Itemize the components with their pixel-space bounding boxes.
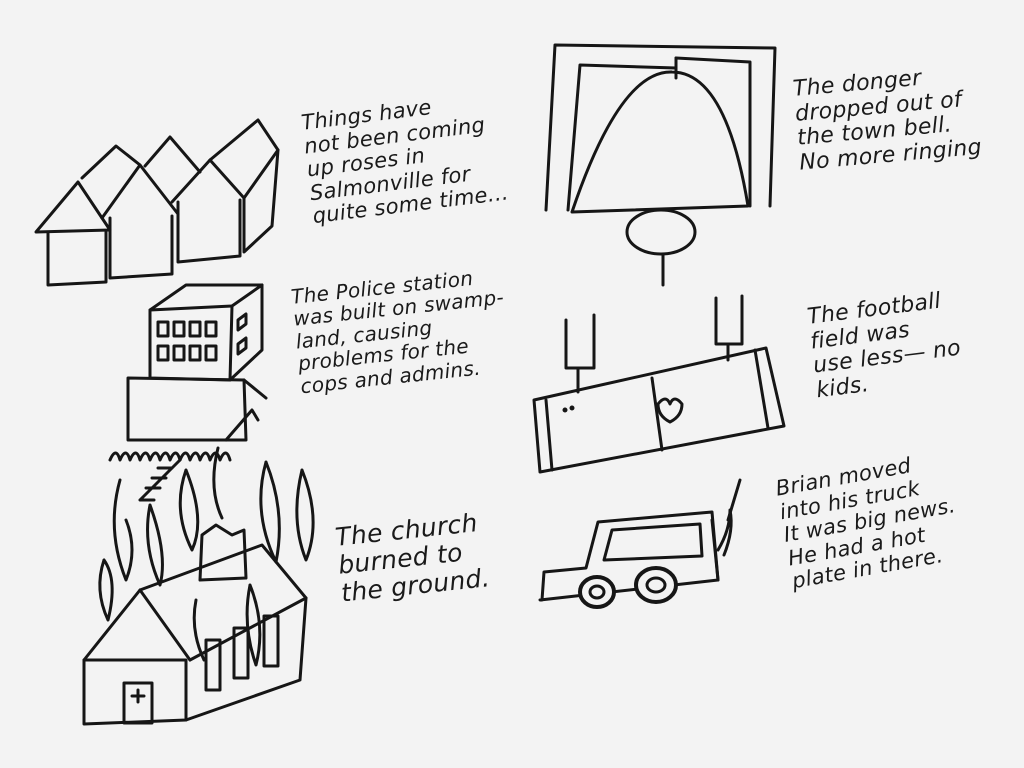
church-drawing — [82, 446, 315, 726]
football-field-drawing — [532, 294, 786, 474]
houses-drawing — [34, 118, 280, 287]
caption-bell: The donger dropped out of the town bell.… — [791, 65, 983, 176]
police-station-drawing — [108, 283, 268, 502]
bell-drawing — [544, 43, 777, 287]
truck-drawing — [538, 478, 742, 609]
